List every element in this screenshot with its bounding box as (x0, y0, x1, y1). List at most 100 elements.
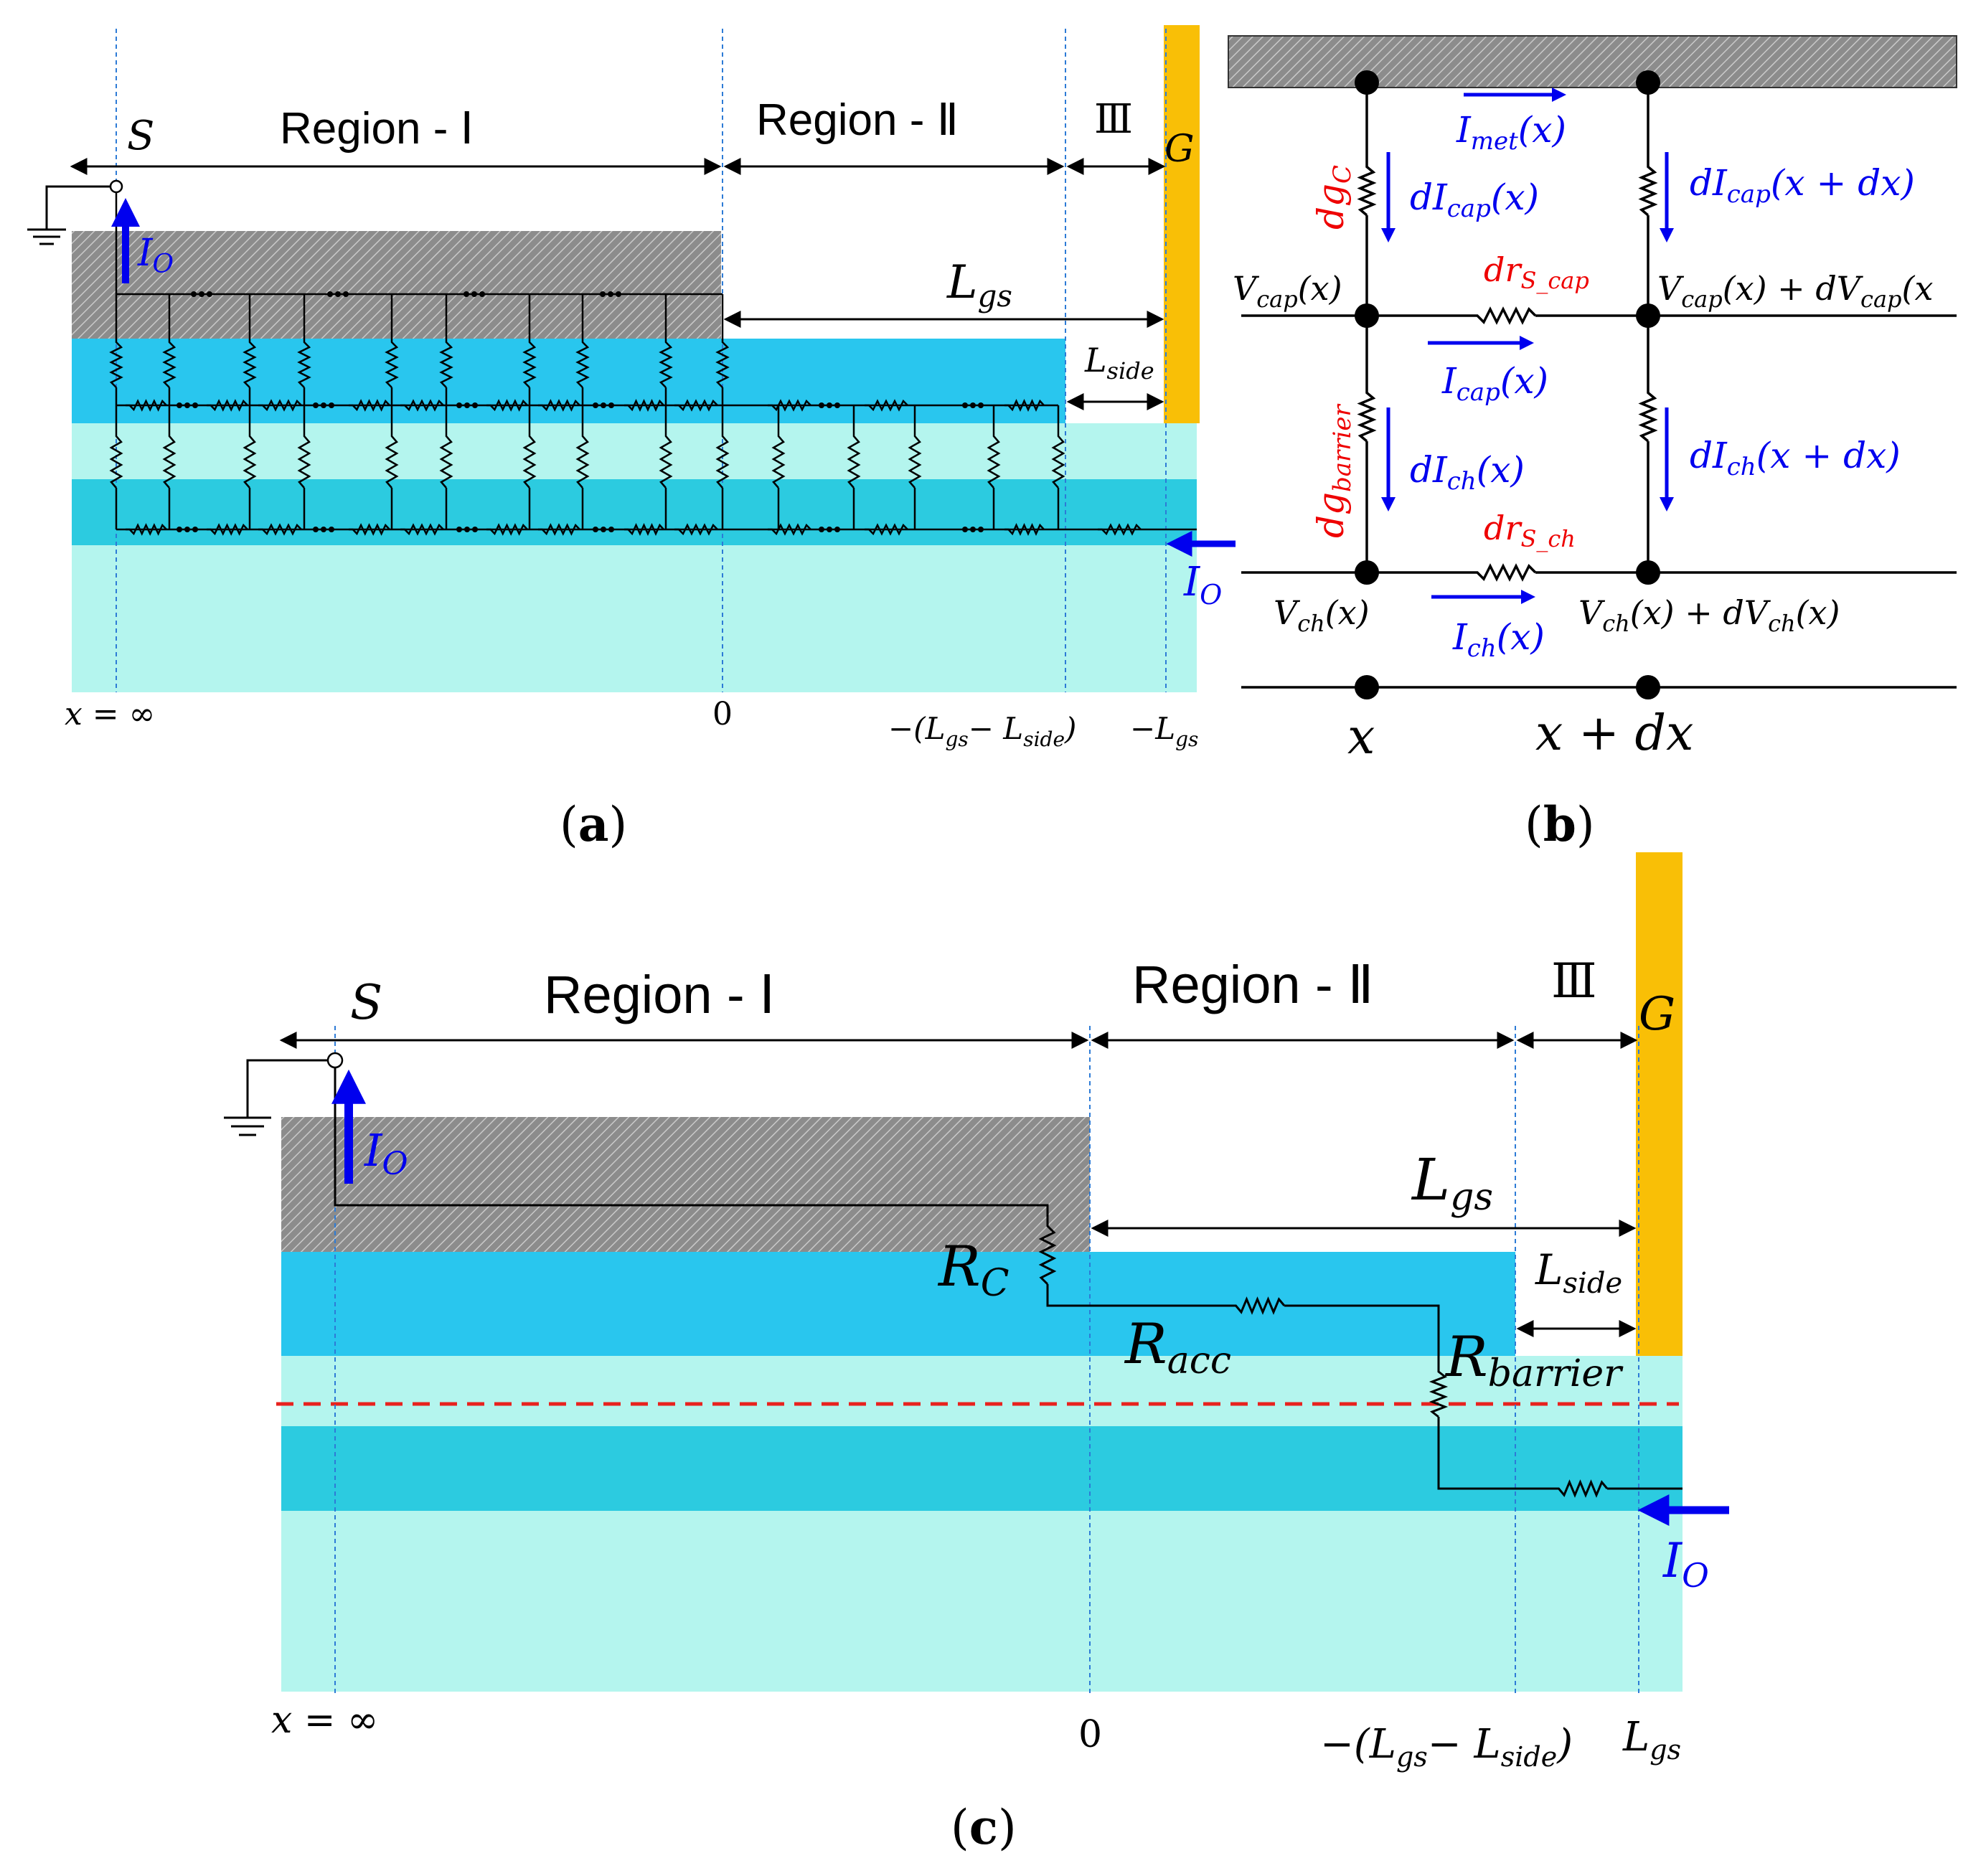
ellipsis-dots (834, 527, 840, 532)
contact-resistor (243, 337, 257, 388)
contact-resistor (522, 337, 537, 388)
contact-resistor (715, 337, 730, 388)
ellipsis-dots (329, 402, 334, 408)
channel-series-resistor (207, 523, 248, 536)
circuit-nodes (1355, 70, 1660, 699)
channel-series-resistor (768, 523, 811, 536)
i-ch-label: Ich(x) (1452, 616, 1545, 663)
rc-resistor (1038, 1220, 1057, 1286)
ellipsis-dots (463, 291, 469, 297)
region2-label-c: Region - Ⅱ (1132, 955, 1374, 1014)
ground-symbol (27, 185, 111, 245)
ellipsis-dots (978, 402, 984, 408)
panel-a: S Region - Ⅰ Region - Ⅱ Ⅲ G IO Lgs Lside… (27, 25, 1236, 852)
channel-series-resistor (1004, 522, 1045, 537)
channel-series-resistor (258, 523, 302, 536)
source-terminal (109, 179, 123, 194)
rbarrier-label: Rbarrier (1444, 1325, 1624, 1395)
ellipsis-dots (464, 527, 470, 532)
resistor-drs-ch (1471, 563, 1537, 582)
x-label: x (1347, 709, 1375, 765)
ellipsis-dots (177, 527, 182, 532)
contact-resistor (109, 337, 123, 388)
rc-label: RC (937, 1235, 1010, 1305)
barrier-resistor (715, 430, 730, 489)
ellipsis-dots (608, 527, 614, 532)
source-label: S (127, 113, 154, 159)
ellipsis-dots (177, 402, 182, 408)
resistor-dgbarrier (1357, 387, 1377, 443)
contact-resistor (575, 337, 590, 388)
channel-series-resistor (674, 523, 718, 536)
ellipsis-dots (471, 291, 477, 297)
barrier-resistor (847, 430, 861, 489)
ellipsis-dots (321, 527, 326, 532)
contact-resistor (385, 337, 399, 388)
barrier-resistor (385, 430, 399, 489)
ellipsis-dots (827, 402, 832, 408)
ellipsis-dots (343, 291, 349, 297)
barrier-resistor (109, 430, 123, 489)
region3-label-c: Ⅲ (1551, 953, 1597, 1009)
ellipsis-dots (962, 527, 968, 532)
di-ch-x-label: dIch(x) (1410, 449, 1525, 496)
di-ch-xdx-label: dIch(x + dx) (1690, 435, 1901, 481)
dg-c-label: dgC (1310, 165, 1357, 230)
ellipsis-dots (329, 527, 334, 532)
substrate-layer (72, 423, 1197, 692)
ellipsis-dots (327, 291, 333, 297)
panel-c: S Region - Ⅰ Region - Ⅱ Ⅲ G IO Lgs Lside… (224, 852, 1729, 1855)
wire (1437, 1417, 1553, 1490)
x-zero-label: 0 (712, 696, 733, 732)
ellipsis-dots (601, 402, 606, 408)
ellipsis-dots (191, 291, 197, 297)
region-arrows-c (279, 1032, 1638, 1337)
channel-series-resistor (624, 522, 664, 537)
source-label-c: S (350, 975, 382, 1030)
barrier-resistor (1051, 430, 1065, 489)
channel-series-resistor (486, 523, 528, 536)
ellipsis-dots (970, 527, 976, 532)
ellipsis-dots (819, 527, 824, 532)
v-cap-label: Vcap(x) (1233, 269, 1342, 313)
ellipsis-dots (313, 402, 319, 408)
ellipsis-dots (479, 291, 485, 297)
source-terminal-c (326, 1052, 344, 1069)
contact-resistor (439, 337, 453, 388)
x-mid-label-c: −(Lgs− Lside) (1320, 1721, 1573, 1773)
region3-label: Ⅲ (1094, 96, 1133, 143)
barrier-resistor (987, 430, 1001, 489)
cap-series-resistor (126, 399, 167, 412)
resistor-network (109, 192, 1197, 537)
channel-layer-c (281, 1426, 1683, 1511)
cap-series-resistor (486, 399, 528, 412)
metal-contact-c (281, 1117, 1090, 1252)
lside-label: Lside (1084, 341, 1154, 385)
region2-label: Region - Ⅱ (756, 95, 959, 145)
ellipsis-dots (593, 527, 598, 532)
cap-layer (72, 339, 1065, 423)
cap-series-resistor (400, 399, 444, 412)
source-wire (334, 1067, 1049, 1220)
region1-label-c: Region - Ⅰ (544, 965, 775, 1024)
x-end-label: −Lgs (1130, 711, 1198, 751)
cap-series-resistor (768, 399, 811, 412)
ellipsis-dots (184, 402, 190, 408)
cap-series-resistor (538, 399, 580, 412)
panel-label-c: (c) (951, 1799, 1017, 1855)
i-cap-label: Icap(x) (1441, 360, 1548, 407)
ellipsis-dots (456, 402, 462, 408)
ellipsis-dots (834, 402, 840, 408)
ellipsis-dots (616, 291, 621, 297)
barrier-resistor (439, 430, 453, 489)
io-label: IO (137, 232, 174, 279)
panel-label-a: (a) (560, 796, 627, 852)
racc-resistor (1230, 1296, 1286, 1315)
gate-label: G (1164, 128, 1195, 171)
ellipsis-dots (456, 527, 462, 532)
ellipsis-dots (819, 402, 824, 408)
dg-barrier-label: dgbarrier (1310, 403, 1357, 538)
barrier-resistor (297, 430, 311, 489)
resistor-dgbarrier-dx (1638, 387, 1658, 443)
x-dx-label: x + dx (1535, 705, 1693, 762)
